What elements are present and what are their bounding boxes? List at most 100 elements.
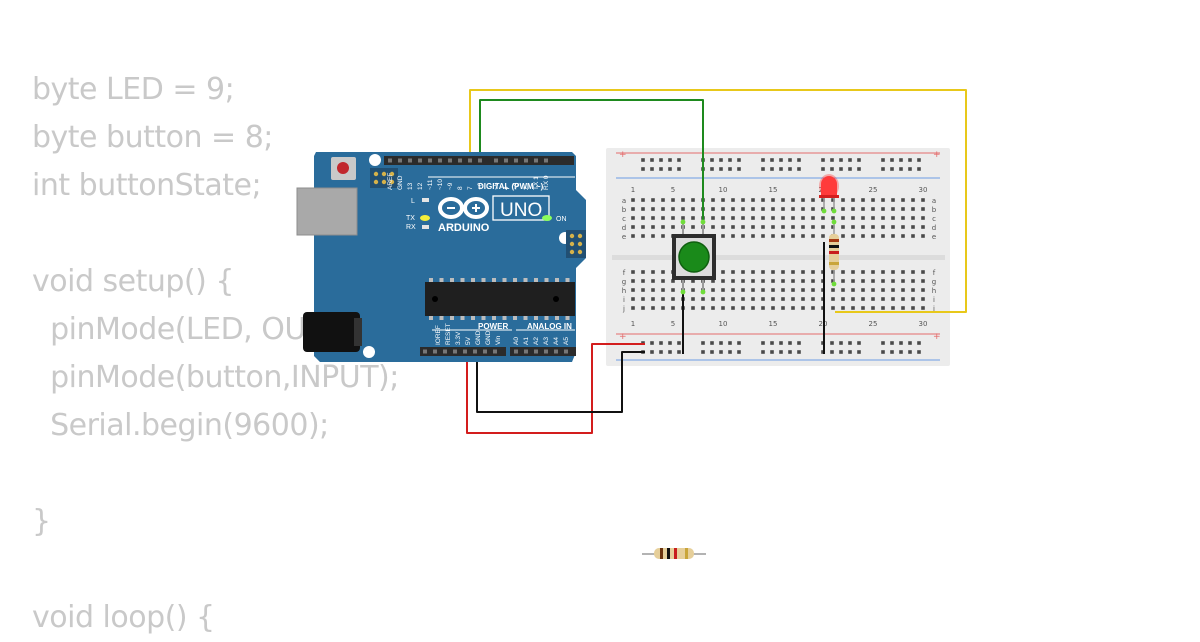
breadboard-hole[interactable] bbox=[881, 198, 885, 202]
breadboard-hole[interactable] bbox=[721, 234, 725, 238]
digital-pin[interactable] bbox=[428, 158, 432, 163]
rail-hole[interactable] bbox=[839, 167, 843, 171]
rail-hole[interactable] bbox=[917, 350, 921, 354]
code-line[interactable]: int buttonState; bbox=[32, 168, 262, 203]
breadboard-hole[interactable] bbox=[651, 234, 655, 238]
rail-hole[interactable] bbox=[710, 341, 714, 345]
rail-hole[interactable] bbox=[797, 341, 801, 345]
breadboard-hole[interactable] bbox=[851, 270, 855, 274]
breadboard-hole[interactable] bbox=[631, 270, 635, 274]
breadboard-hole[interactable] bbox=[751, 234, 755, 238]
breadboard-hole[interactable] bbox=[741, 288, 745, 292]
breadboard[interactable]: + + + + 115510101515202025253030aabbccdd… bbox=[606, 148, 950, 366]
breadboard-hole[interactable] bbox=[631, 225, 635, 229]
breadboard-hole[interactable] bbox=[721, 207, 725, 211]
breadboard-hole[interactable] bbox=[851, 198, 855, 202]
breadboard-hole[interactable] bbox=[911, 234, 915, 238]
digital-pin[interactable] bbox=[448, 158, 452, 163]
analog-pin[interactable] bbox=[554, 349, 558, 354]
breadboard-hole[interactable] bbox=[731, 279, 735, 283]
breadboard-hole[interactable] bbox=[661, 216, 665, 220]
breadboard-hole[interactable] bbox=[781, 306, 785, 310]
rail-hole[interactable] bbox=[788, 350, 792, 354]
code-line[interactable]: Serial.begin(9600); bbox=[32, 408, 329, 443]
power-pin[interactable] bbox=[483, 349, 487, 354]
breadboard-hole[interactable] bbox=[881, 306, 885, 310]
rail-hole[interactable] bbox=[848, 350, 852, 354]
breadboard-hole[interactable] bbox=[741, 207, 745, 211]
rail-hole[interactable] bbox=[659, 167, 663, 171]
rail-hole[interactable] bbox=[779, 350, 783, 354]
breadboard-hole[interactable] bbox=[861, 207, 865, 211]
breadboard-hole[interactable] bbox=[781, 279, 785, 283]
breadboard-hole[interactable] bbox=[911, 279, 915, 283]
breadboard-hole[interactable] bbox=[631, 288, 635, 292]
breadboard-hole[interactable] bbox=[731, 225, 735, 229]
breadboard-hole[interactable] bbox=[681, 216, 685, 220]
rail-hole[interactable] bbox=[719, 350, 723, 354]
breadboard-hole[interactable] bbox=[821, 225, 825, 229]
rail-hole[interactable] bbox=[728, 167, 732, 171]
rail-hole[interactable] bbox=[659, 350, 663, 354]
rail-hole[interactable] bbox=[668, 167, 672, 171]
rail-hole[interactable] bbox=[737, 167, 741, 171]
breadboard-hole[interactable] bbox=[871, 297, 875, 301]
breadboard-hole[interactable] bbox=[711, 279, 715, 283]
breadboard-hole[interactable] bbox=[741, 234, 745, 238]
breadboard-hole[interactable] bbox=[901, 297, 905, 301]
breadboard-hole[interactable] bbox=[771, 297, 775, 301]
power-pin[interactable] bbox=[423, 349, 427, 354]
breadboard-hole[interactable] bbox=[641, 198, 645, 202]
breadboard-hole[interactable] bbox=[831, 279, 835, 283]
breadboard-hole[interactable] bbox=[721, 216, 725, 220]
breadboard-hole[interactable] bbox=[841, 306, 845, 310]
breadboard-hole[interactable] bbox=[661, 306, 665, 310]
breadboard-hole[interactable] bbox=[891, 279, 895, 283]
breadboard-hole[interactable] bbox=[871, 279, 875, 283]
breadboard-hole[interactable] bbox=[741, 279, 745, 283]
rail-hole[interactable] bbox=[830, 158, 834, 162]
breadboard-hole[interactable] bbox=[651, 306, 655, 310]
breadboard-hole[interactable] bbox=[841, 270, 845, 274]
rail-hole[interactable] bbox=[881, 158, 885, 162]
rail-hole[interactable] bbox=[737, 341, 741, 345]
breadboard-hole[interactable] bbox=[681, 207, 685, 211]
breadboard-hole[interactable] bbox=[861, 288, 865, 292]
code-line[interactable]: void loop() { bbox=[32, 600, 215, 635]
wire-green[interactable] bbox=[479, 99, 704, 222]
breadboard-hole[interactable] bbox=[761, 279, 765, 283]
breadboard-hole[interactable] bbox=[711, 297, 715, 301]
rail-hole[interactable] bbox=[650, 167, 654, 171]
rail-hole[interactable] bbox=[821, 167, 825, 171]
breadboard-hole[interactable] bbox=[741, 270, 745, 274]
breadboard-hole[interactable] bbox=[791, 198, 795, 202]
code-line[interactable]: void setup() { bbox=[32, 264, 234, 299]
breadboard-hole[interactable] bbox=[641, 288, 645, 292]
breadboard-hole[interactable] bbox=[921, 297, 925, 301]
breadboard-hole[interactable] bbox=[871, 207, 875, 211]
rail-hole[interactable] bbox=[650, 341, 654, 345]
resistor-loose[interactable] bbox=[642, 548, 706, 559]
breadboard-hole[interactable] bbox=[701, 306, 705, 310]
breadboard-hole[interactable] bbox=[871, 306, 875, 310]
rail-hole[interactable] bbox=[677, 341, 681, 345]
breadboard-hole[interactable] bbox=[841, 288, 845, 292]
breadboard-hole[interactable] bbox=[711, 288, 715, 292]
rail-hole[interactable] bbox=[650, 350, 654, 354]
breadboard-hole[interactable] bbox=[731, 207, 735, 211]
breadboard-hole[interactable] bbox=[891, 198, 895, 202]
breadboard-hole[interactable] bbox=[881, 297, 885, 301]
breadboard-hole[interactable] bbox=[831, 225, 835, 229]
rail-hole[interactable] bbox=[848, 158, 852, 162]
breadboard-hole[interactable] bbox=[741, 225, 745, 229]
breadboard-hole[interactable] bbox=[881, 225, 885, 229]
breadboard-hole[interactable] bbox=[741, 198, 745, 202]
digital-pin[interactable] bbox=[534, 158, 538, 163]
breadboard-hole[interactable] bbox=[891, 270, 895, 274]
rail-hole[interactable] bbox=[839, 158, 843, 162]
breadboard-hole[interactable] bbox=[901, 279, 905, 283]
breadboard-hole[interactable] bbox=[901, 198, 905, 202]
breadboard-hole[interactable] bbox=[781, 288, 785, 292]
breadboard-hole[interactable] bbox=[801, 270, 805, 274]
breadboard-hole[interactable] bbox=[751, 306, 755, 310]
